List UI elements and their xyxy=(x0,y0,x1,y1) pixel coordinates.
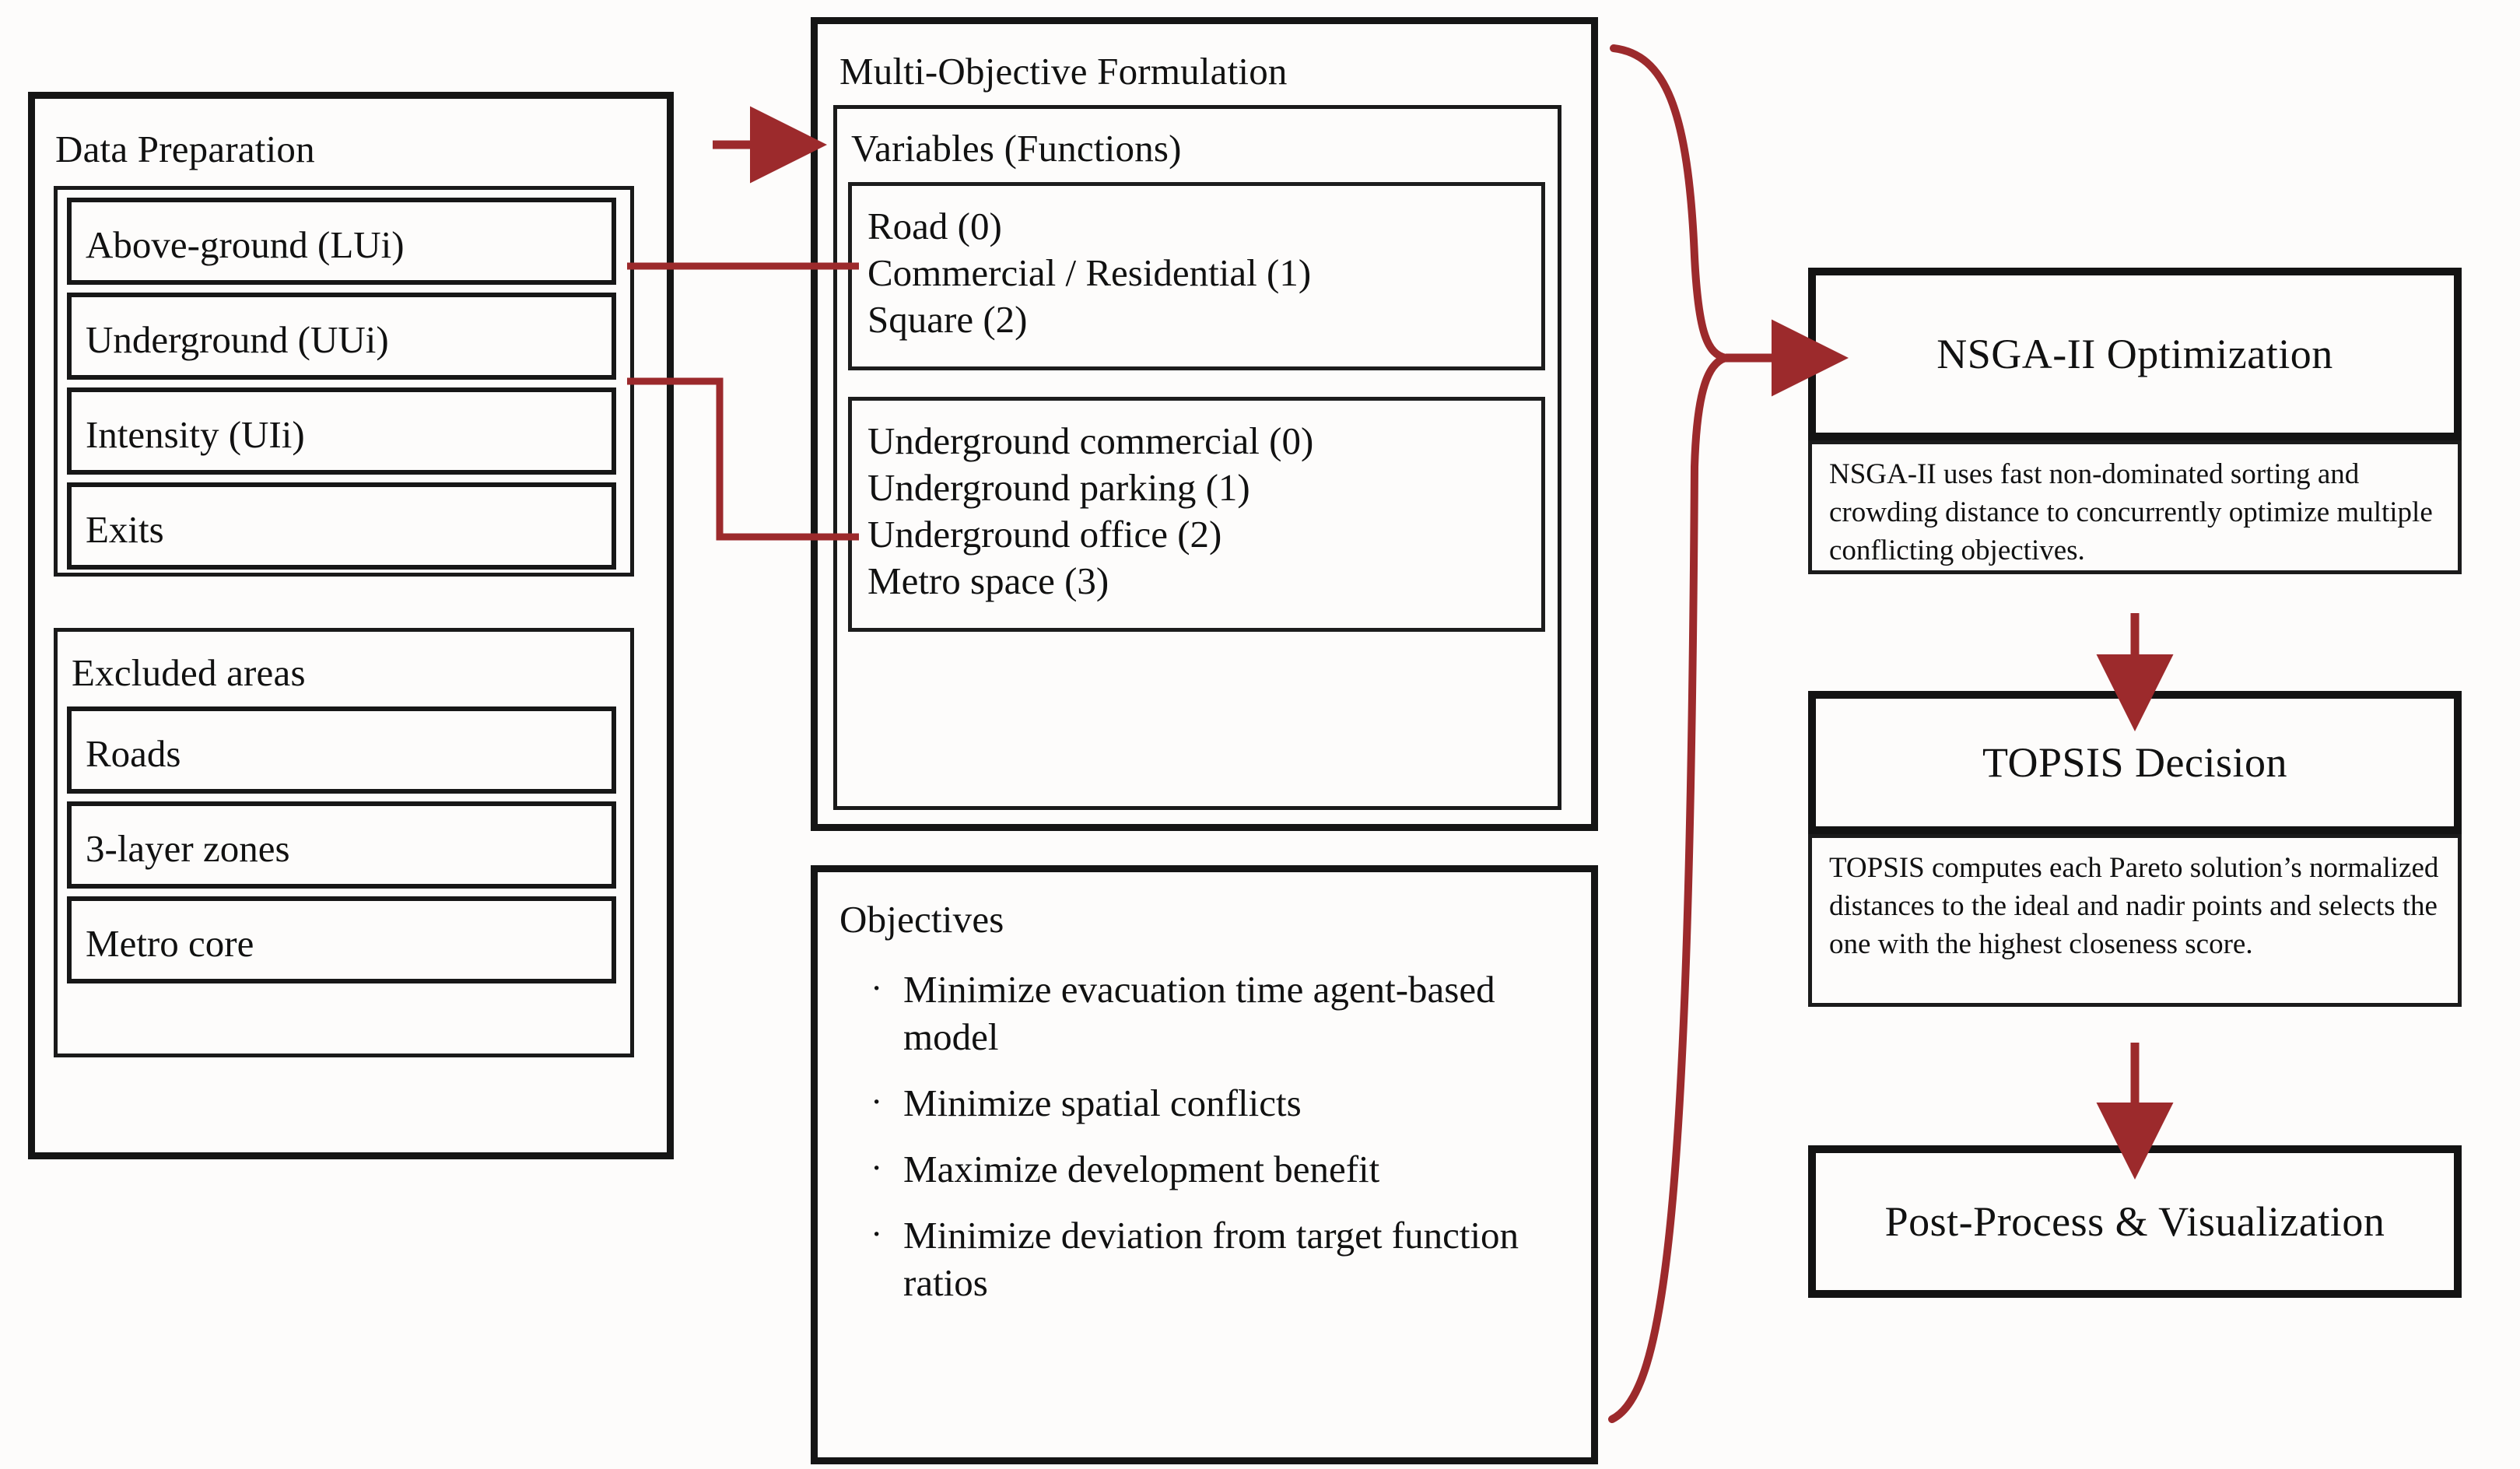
objective-item-label: Minimize spatial conflicts xyxy=(903,1082,1302,1124)
variable-underground-office: Underground office (2) xyxy=(867,513,1222,556)
stage-post-process-title: Post-Process & Visualization xyxy=(1884,1198,2385,1245)
excluded-areas-title: Excluded areas xyxy=(72,651,306,694)
underground-variables-box[interactable]: Underground commercial (0) Underground p… xyxy=(848,397,1545,632)
variable-underground-commercial: Underground commercial (0) xyxy=(867,419,1314,462)
connector-formulation-objectives-to-nsga2 xyxy=(1608,44,1849,1423)
stage-nsga2-description-box: NSGA-II uses fast non-dominated sorting … xyxy=(1808,440,2462,574)
objectives-list: · Minimize evacuation time agent-based m… xyxy=(869,966,1569,1325)
excluded-item-3-layer-zones-label: 3-layer zones xyxy=(86,827,290,870)
data-item-above-ground[interactable]: Above-ground (LUi) xyxy=(67,198,616,285)
objective-item: · Minimize deviation from target functio… xyxy=(869,1211,1569,1306)
excluded-item-3-layer-zones[interactable]: 3-layer zones xyxy=(67,801,616,889)
data-item-underground[interactable]: Underground (UUi) xyxy=(67,293,616,380)
data-item-intensity-label: Intensity (UIi) xyxy=(86,413,305,456)
data-item-underground-label: Underground (UUi) xyxy=(86,318,389,361)
stage-post-process-header[interactable]: Post-Process & Visualization xyxy=(1808,1145,2462,1298)
objective-item: · Minimize spatial conflicts xyxy=(869,1079,1569,1127)
excluded-areas-group: Excluded areas Roads 3-layer zones Metro… xyxy=(54,628,634,1057)
objective-item: · Maximize development benefit xyxy=(869,1145,1569,1193)
data-preparation-panel: Data Preparation Above-ground (LUi) Unde… xyxy=(28,92,674,1159)
variables-group: Variables (Functions) Road (0) Commercia… xyxy=(833,105,1561,810)
stage-nsga2-header[interactable]: NSGA-II Optimization xyxy=(1808,268,2462,440)
objective-item-label: Minimize evacuation time agent-based mod… xyxy=(903,968,1495,1058)
bullet-dot: · xyxy=(871,968,883,1008)
stage-topsis-description-box: TOPSIS computes each Pareto solution’s n… xyxy=(1808,834,2462,1007)
objective-item-label: Minimize deviation from target function … xyxy=(903,1214,1519,1304)
stage-nsga2-title: NSGA-II Optimization xyxy=(1936,331,2333,377)
bullet-dot: · xyxy=(871,1082,883,1121)
stage-topsis-description: TOPSIS computes each Pareto solution’s n… xyxy=(1829,852,2439,960)
bullet-dot: · xyxy=(871,1214,883,1253)
data-preparation-title: Data Preparation xyxy=(55,128,315,170)
excluded-item-roads-label: Roads xyxy=(86,732,181,775)
bullet-dot: · xyxy=(871,1148,883,1187)
data-item-above-ground-label: Above-ground (LUi) xyxy=(86,223,405,266)
multi-objective-formulation-panel: Multi-Objective Formulation Variables (F… xyxy=(811,17,1598,831)
variable-metro-space: Metro space (3) xyxy=(867,559,1109,602)
data-preparation-items-group: Above-ground (LUi) Underground (UUi) Int… xyxy=(54,186,634,577)
excluded-item-metro-core[interactable]: Metro core xyxy=(67,896,616,983)
excluded-item-roads[interactable]: Roads xyxy=(67,706,616,794)
data-item-intensity[interactable]: Intensity (UIi) xyxy=(67,387,616,475)
variable-commercial-residential: Commercial / Residential (1) xyxy=(867,251,1312,294)
data-item-exits[interactable]: Exits xyxy=(67,482,616,570)
objective-item-label: Maximize development benefit xyxy=(903,1148,1380,1190)
objectives-panel: Objectives · Minimize evacuation time ag… xyxy=(811,865,1598,1464)
stage-topsis-header[interactable]: TOPSIS Decision xyxy=(1808,691,2462,834)
excluded-item-metro-core-label: Metro core xyxy=(86,922,254,965)
above-ground-variables-box[interactable]: Road (0) Commercial / Residential (1) Sq… xyxy=(848,182,1545,370)
stage-topsis-title: TOPSIS Decision xyxy=(1982,739,2288,786)
variable-road: Road (0) xyxy=(867,205,1002,247)
objectives-title: Objectives xyxy=(839,898,1004,941)
data-item-exits-label: Exits xyxy=(86,508,164,551)
variables-group-title: Variables (Functions) xyxy=(851,127,1182,170)
multi-objective-formulation-title: Multi-Objective Formulation xyxy=(839,50,1288,93)
variable-underground-parking: Underground parking (1) xyxy=(867,466,1250,509)
objective-item: · Minimize evacuation time agent-based m… xyxy=(869,966,1569,1061)
variable-square: Square (2) xyxy=(867,298,1028,341)
stage-nsga2-description: NSGA-II uses fast non-dominated sorting … xyxy=(1829,458,2433,566)
